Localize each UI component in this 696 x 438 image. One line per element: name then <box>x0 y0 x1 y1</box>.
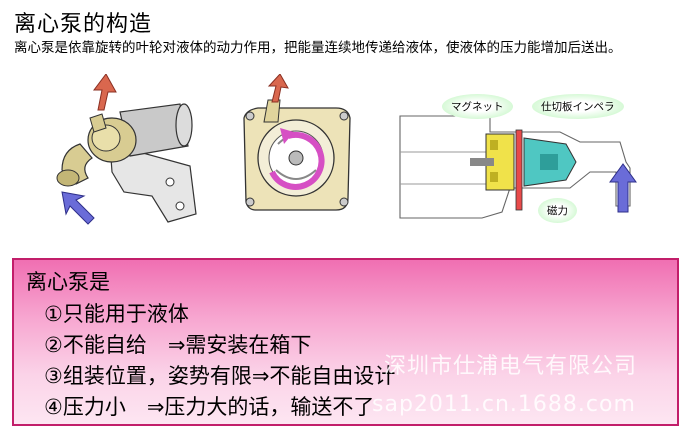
magnetic-force-callout: 磁力 <box>538 198 577 223</box>
watermark-url: sap2011.cn.1688.com <box>372 392 636 417</box>
outlet-arrow-icon <box>93 74 117 111</box>
description-text: 离心泵是依靠旋转的叶轮对液体的动力作用，把能量连续地传递给液体，使液体的压力能增… <box>14 40 622 56</box>
characteristic-item: ②不能自给 ⇒需安装在箱下 <box>44 333 312 357</box>
page-title: 离心泵的构造 <box>14 12 153 37</box>
figures-area: マグネット 仕切板インペラ 磁力 <box>0 74 696 254</box>
characteristics-panel: 离心泵是 ①只能用于液体 ②不能自给 ⇒需安装在箱下 ③组装位置，姿势有限⇒不能… <box>12 258 679 426</box>
characteristic-item: ③组装位置，姿势有限⇒不能自由设计 <box>44 364 396 388</box>
watermark-company: 深圳市仕浦电气有限公司 <box>384 354 638 379</box>
inlet-arrow-icon <box>61 191 95 225</box>
pump-external-figure <box>56 74 197 225</box>
characteristic-item: ④压力小 ⇒压力大的话，输送不了 <box>44 395 375 419</box>
impeller-section-figure <box>243 74 351 211</box>
magnetic-drive-schematic <box>399 115 637 219</box>
rotation-arrow-icon <box>269 131 325 190</box>
characteristic-item: ①只能用于液体 <box>44 302 189 326</box>
magnet-callout: マグネット <box>442 94 513 119</box>
outlet-arrow-icon <box>267 74 289 103</box>
panel-heading: 离心泵是 <box>26 270 110 294</box>
inlet-arrow-icon <box>609 163 637 213</box>
partition-inverter-callout: 仕切板インペラ <box>532 94 624 119</box>
